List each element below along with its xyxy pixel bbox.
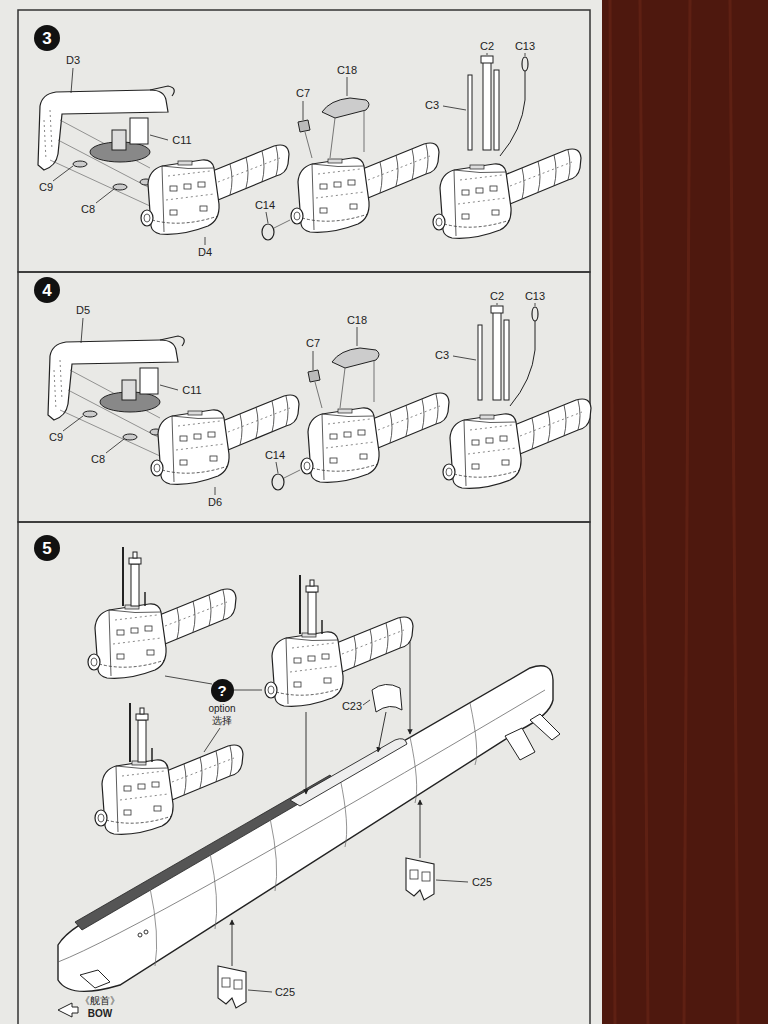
panel-frames: [18, 10, 590, 1024]
option-marker: ?: [211, 679, 234, 702]
step-4-drawing: [48, 303, 591, 495]
part-label: C8: [81, 203, 95, 215]
part-label: C14: [255, 199, 275, 211]
part-label: C2: [480, 40, 494, 52]
part-label: C8: [91, 453, 105, 465]
part-label: C2: [490, 290, 504, 302]
part-label: C7: [306, 337, 320, 349]
step-text: ?: [217, 683, 226, 698]
step-5-drawing: [58, 547, 560, 1017]
note-text: 选择: [212, 715, 232, 726]
paper: [0, 0, 602, 1024]
step-number: 3: [34, 25, 60, 51]
part-label: C7: [296, 87, 310, 99]
part-label: C14: [265, 449, 285, 461]
part-label: C25: [275, 986, 295, 998]
part-label: C3: [425, 99, 439, 111]
part-label: C11: [182, 384, 201, 396]
step-3-drawing: [38, 53, 581, 245]
note-text: 《舰首》: [80, 995, 120, 1006]
part-label: C9: [39, 181, 53, 193]
step-text: 5: [42, 540, 51, 557]
wood-grain: [610, 0, 738, 1024]
step-text: 3: [42, 30, 51, 47]
part-label: C13: [525, 290, 545, 302]
part-label: C25: [472, 876, 492, 888]
note-text: option: [208, 703, 235, 714]
step-number: 4: [34, 277, 60, 303]
note-text: BOW: [88, 1008, 112, 1019]
part-label: C11: [172, 134, 191, 146]
step-text: 4: [42, 282, 51, 299]
part-label: C3: [435, 349, 449, 361]
part-label: D5: [76, 304, 90, 316]
part-label: C9: [49, 431, 63, 443]
bow-arrow: [58, 1003, 78, 1017]
part-label: D4: [198, 246, 212, 258]
part-label: D3: [66, 54, 80, 66]
part-label: D6: [208, 496, 222, 508]
part-label: C23: [342, 700, 362, 712]
part-label: C13: [515, 40, 535, 52]
part-label: C18: [337, 64, 357, 76]
step-number: 5: [34, 535, 60, 561]
part-label: C18: [347, 314, 367, 326]
